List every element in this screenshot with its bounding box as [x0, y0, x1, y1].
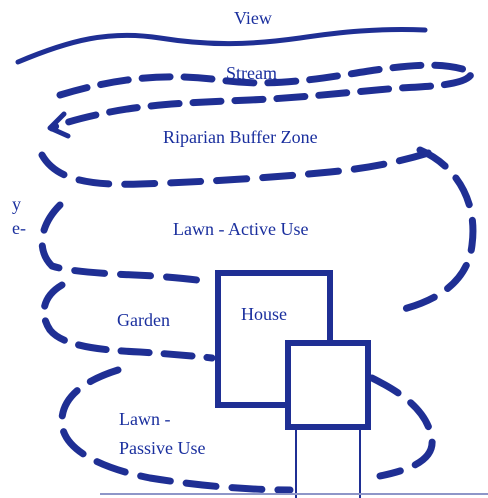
view-line: [15, 26, 428, 65]
label-cut-line2: e-: [12, 218, 26, 238]
label-stream: Stream: [226, 63, 277, 83]
house-outline: [215, 270, 333, 408]
lawn-passive-boundary: [58, 366, 436, 494]
label-house: House: [241, 304, 287, 324]
riparian-boundary: [38, 146, 442, 188]
stream-arrow: [47, 111, 71, 139]
garage-outline: [285, 340, 371, 430]
label-view: View: [234, 8, 272, 28]
stream-outline: [48, 61, 476, 132]
garden-boundary: [40, 281, 216, 362]
label-lawn-active-use: Lawn - Active Use: [173, 219, 309, 239]
label-lawn-passive-line2: Passive Use: [119, 438, 206, 458]
lawn-active-boundary: [38, 146, 477, 314]
label-garden: Garden: [117, 310, 170, 330]
label-cut-line1: y: [12, 194, 21, 214]
label-lawn-passive-line1: Lawn -: [119, 409, 171, 429]
label-riparian-buffer-zone: Riparian Buffer Zone: [163, 127, 318, 147]
